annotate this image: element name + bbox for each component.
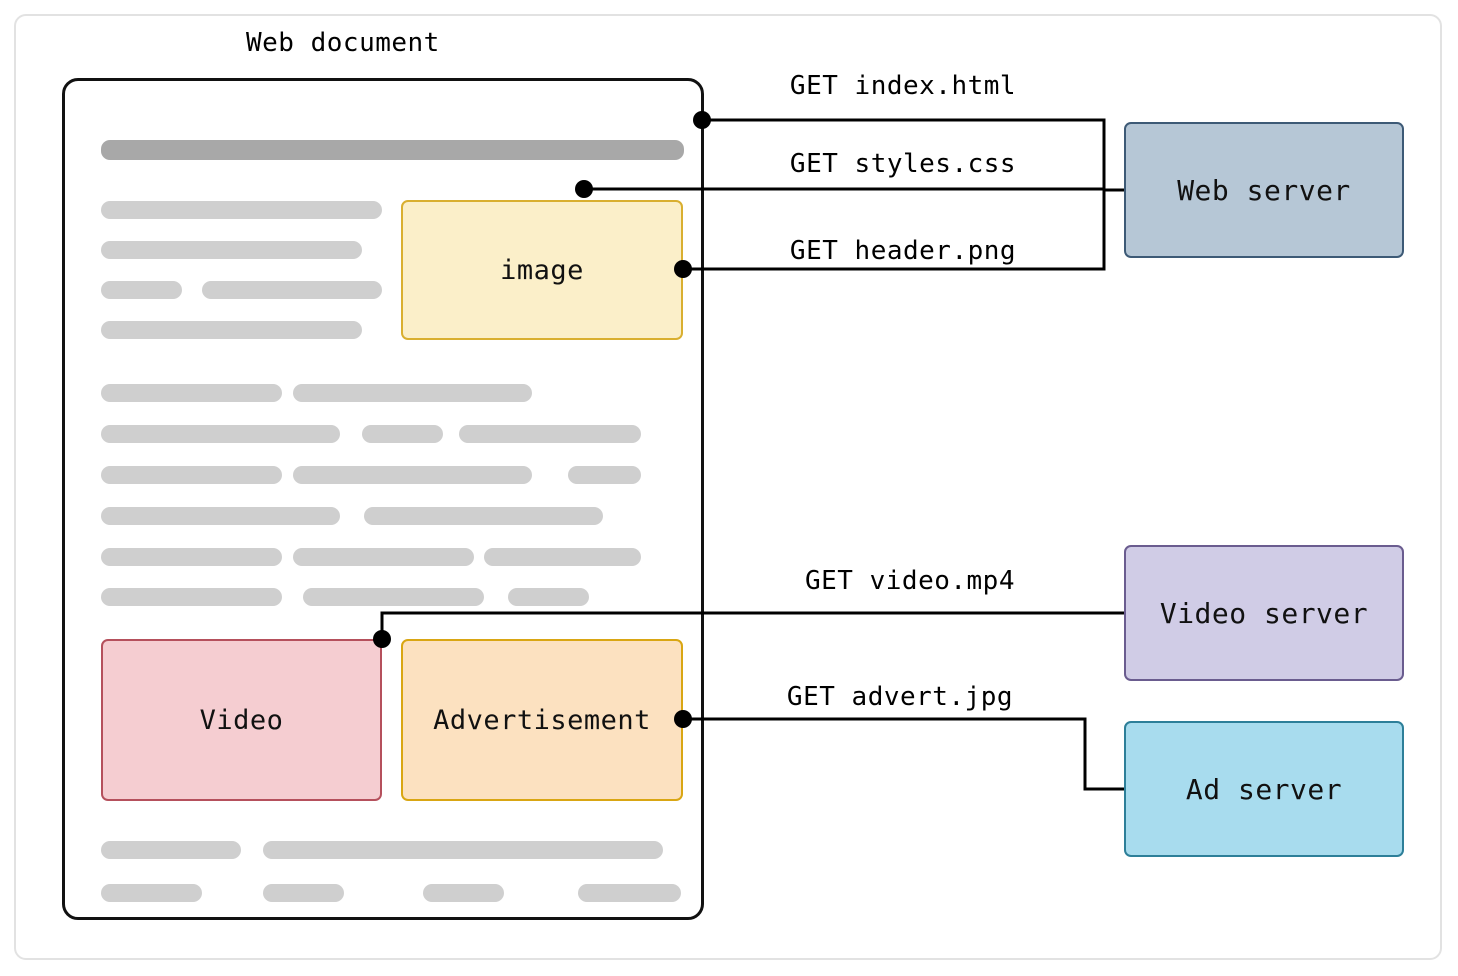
- skeleton-text-bar: [101, 841, 241, 859]
- skeleton-text-bar: [423, 884, 504, 902]
- request-label-get-index-html: GET index.html: [789, 71, 1017, 101]
- skeleton-text-bar: [364, 507, 603, 525]
- document-box-advertisement[interactable]: Advertisement: [401, 639, 683, 801]
- skeleton-text-bar: [101, 466, 282, 484]
- skeleton-text-bar: [263, 841, 663, 859]
- skeleton-header-bar: [101, 140, 684, 160]
- document-box-video[interactable]: Video: [101, 639, 382, 801]
- skeleton-text-bar: [263, 884, 344, 902]
- server-box-web[interactable]: Web server: [1124, 122, 1404, 258]
- skeleton-text-bar: [578, 884, 681, 902]
- canvas-border: [14, 14, 1442, 960]
- skeleton-text-bar: [101, 241, 362, 259]
- skeleton-text-bar: [459, 425, 641, 443]
- skeleton-text-bar: [484, 548, 641, 566]
- skeleton-text-bar: [101, 884, 202, 902]
- server-box-ad-label: Ad server: [1185, 772, 1343, 806]
- skeleton-text-bar: [101, 425, 340, 443]
- skeleton-text-bar: [101, 548, 282, 566]
- skeleton-text-bar: [568, 466, 641, 484]
- page-title: Web document: [246, 28, 440, 58]
- skeleton-text-bar: [101, 588, 282, 606]
- skeleton-text-bar: [101, 321, 362, 339]
- server-box-web-label: Web server: [1177, 173, 1351, 207]
- request-label-get-video-mp4: GET video.mp4: [805, 566, 1015, 596]
- request-label-get-header-png: GET header.png: [789, 236, 1017, 266]
- request-label-get-styles-css: GET styles.css: [789, 149, 1017, 179]
- server-box-video[interactable]: Video server: [1124, 545, 1404, 681]
- skeleton-text-bar: [362, 425, 443, 443]
- skeleton-text-bar: [101, 201, 382, 219]
- document-box-video-label: Video: [199, 704, 284, 736]
- document-box-image-label: image: [500, 254, 584, 286]
- skeleton-text-bar: [101, 384, 282, 402]
- skeleton-text-bar: [101, 507, 340, 525]
- skeleton-text-bar: [508, 588, 589, 606]
- request-label-get-advert-jpg: GET advert.jpg: [786, 682, 1014, 712]
- skeleton-text-bar: [293, 466, 532, 484]
- skeleton-text-bar: [293, 548, 474, 566]
- server-box-ad[interactable]: Ad server: [1124, 721, 1404, 857]
- skeleton-text-bar: [202, 281, 382, 299]
- skeleton-text-bar: [303, 588, 484, 606]
- skeleton-text-bar: [101, 281, 182, 299]
- document-box-advertisement-label: Advertisement: [433, 704, 651, 736]
- server-box-video-label: Video server: [1159, 596, 1369, 630]
- skeleton-text-bar: [293, 384, 532, 402]
- document-box-image[interactable]: image: [401, 200, 683, 340]
